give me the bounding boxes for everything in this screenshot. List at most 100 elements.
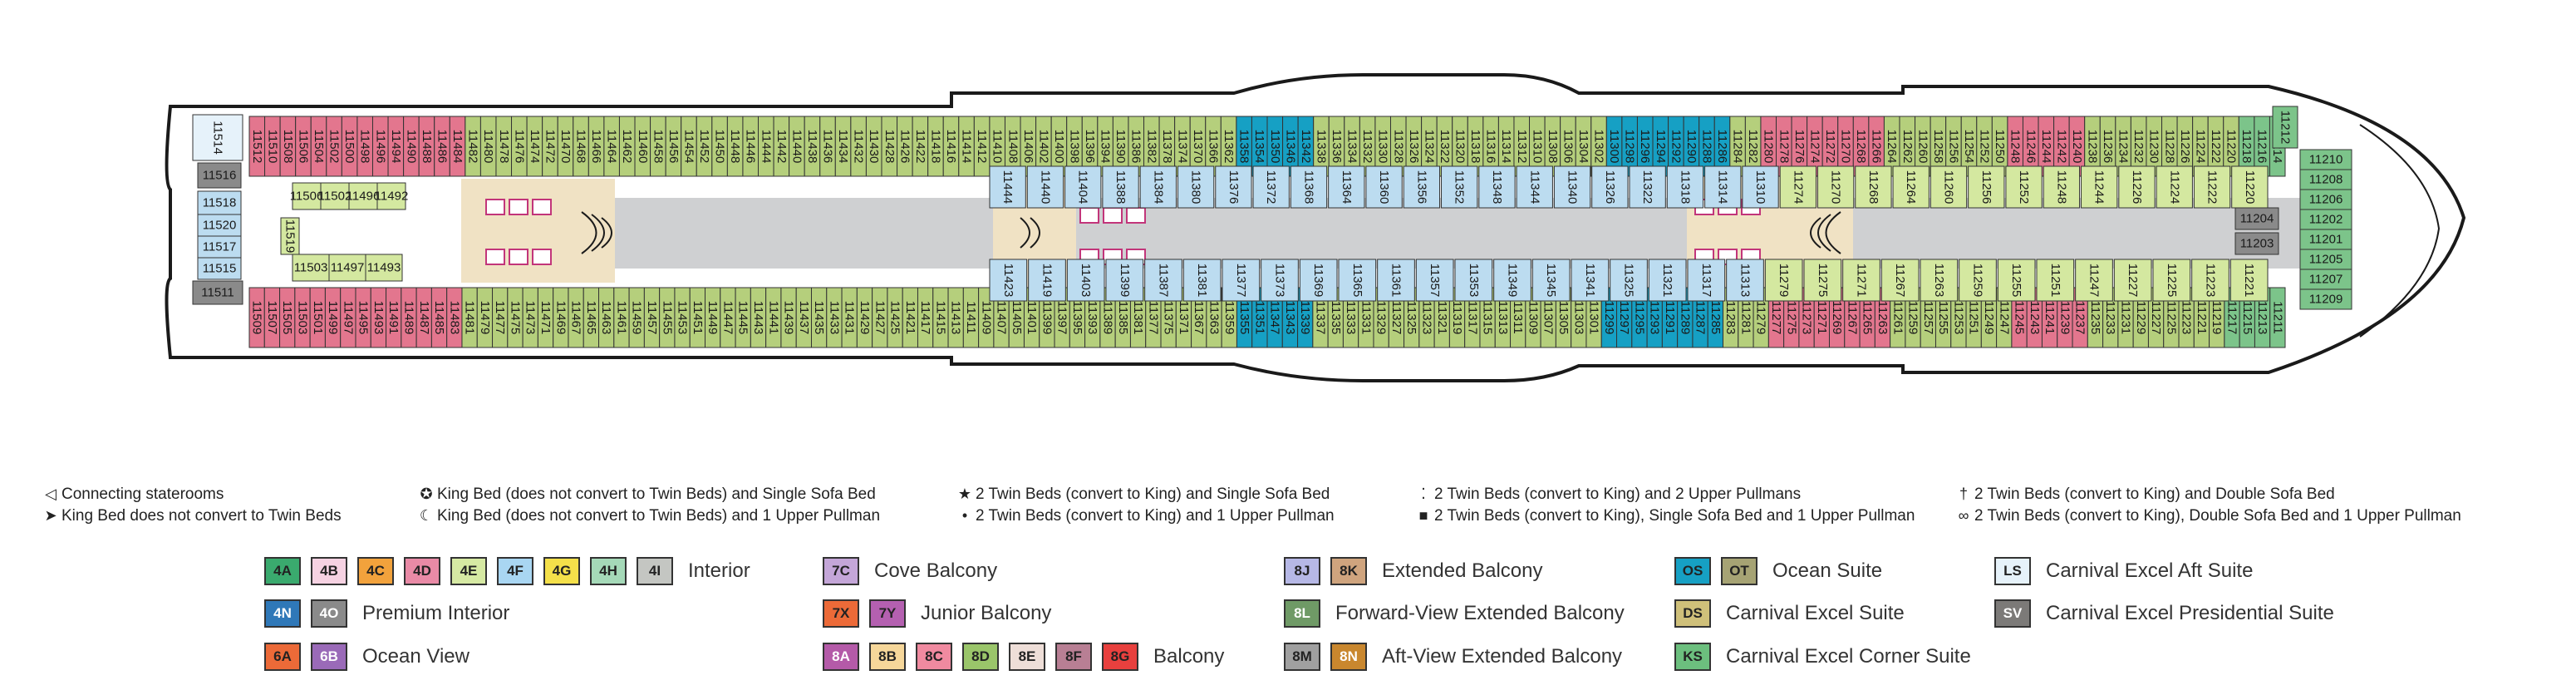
cabin[interactable]: 11215: [2239, 287, 2255, 348]
cabin[interactable]: 11491: [386, 287, 402, 348]
cabin[interactable]: 11309: [1525, 287, 1541, 348]
cabin[interactable]: 11222: [2193, 165, 2231, 209]
cabin[interactable]: 11326: [1405, 116, 1423, 177]
cabin[interactable]: 11428: [881, 116, 898, 177]
cabin[interactable]: 11452: [696, 116, 713, 177]
cabin[interactable]: 11371: [1175, 287, 1192, 348]
cabin[interactable]: 11223: [2178, 287, 2195, 348]
cabin[interactable]: 11373: [1261, 259, 1299, 302]
cabin[interactable]: 11417: [917, 287, 934, 348]
cabin[interactable]: 11474: [526, 116, 543, 177]
cabin[interactable]: 11427: [872, 287, 888, 348]
cabin[interactable]: 11326: [1591, 165, 1629, 209]
cabin[interactable]: 11275: [1803, 259, 1842, 302]
cabin[interactable]: 11307: [1540, 287, 1556, 348]
cabin[interactable]: 11372: [1252, 165, 1290, 209]
cabin[interactable]: 11438: [804, 116, 821, 177]
cabin[interactable]: 11293: [1646, 287, 1663, 348]
cabin[interactable]: 11493: [365, 254, 403, 282]
cabin[interactable]: 11243: [2026, 287, 2043, 348]
cabin[interactable]: 11429: [856, 287, 873, 348]
cabin[interactable]: 11247: [2075, 259, 2113, 302]
cabin[interactable]: 11226: [2118, 165, 2156, 209]
cabin[interactable]: 11476: [511, 116, 528, 177]
cabin[interactable]: 11310: [1529, 116, 1546, 177]
cabin[interactable]: 11485: [430, 287, 448, 348]
cabin[interactable]: 11465: [583, 287, 600, 348]
cabin[interactable]: 11225: [2163, 287, 2180, 348]
cabin[interactable]: 11472: [542, 116, 558, 177]
cabin[interactable]: 11227: [2113, 259, 2152, 302]
cabin[interactable]: 11260: [1915, 116, 1931, 177]
cabin[interactable]: 11271: [1813, 287, 1830, 348]
cabin[interactable]: 11232: [2130, 116, 2147, 177]
cabin[interactable]: 11369: [1299, 259, 1338, 302]
cabin[interactable]: 11251: [2036, 259, 2075, 302]
cabin[interactable]: 11343: [1281, 287, 1299, 348]
cabin[interactable]: 11436: [819, 116, 836, 177]
cabin[interactable]: 11321: [1648, 259, 1687, 302]
cabin[interactable]: 11262: [1899, 116, 1916, 177]
cabin[interactable]: 11398: [1066, 116, 1083, 177]
cabin[interactable]: 11486: [434, 116, 450, 177]
cabin[interactable]: 11267: [1844, 287, 1861, 348]
cabin[interactable]: 11382: [1143, 116, 1160, 177]
cabin[interactable]: 11255: [1997, 259, 2036, 302]
cabin[interactable]: 11497: [328, 254, 366, 282]
cabin[interactable]: 11317: [1687, 259, 1726, 302]
cabin[interactable]: 11245: [2011, 287, 2028, 348]
cabin[interactable]: 11503: [292, 254, 330, 282]
cabin[interactable]: 11514: [192, 114, 243, 161]
cabin[interactable]: 11478: [495, 116, 513, 177]
cabin[interactable]: 11223: [2191, 259, 2229, 302]
cabin[interactable]: 11426: [897, 116, 913, 177]
cabin[interactable]: 11268: [1852, 116, 1870, 177]
cabin[interactable]: 11482: [465, 116, 481, 177]
cabin[interactable]: 11226: [2176, 116, 2194, 177]
cabin[interactable]: 11230: [2146, 116, 2163, 177]
cabin[interactable]: 11440: [1026, 165, 1064, 209]
cabin[interactable]: 11460: [634, 116, 651, 177]
cabin[interactable]: 11444: [989, 165, 1026, 209]
cabin[interactable]: 11224: [2156, 165, 2193, 209]
cabin[interactable]: 11516: [197, 162, 242, 189]
cabin[interactable]: 11248: [2043, 165, 2081, 209]
cabin[interactable]: 11499: [324, 287, 342, 348]
cabin[interactable]: 11228: [2161, 116, 2178, 177]
cabin[interactable]: 11506: [295, 116, 312, 177]
cabin[interactable]: 11442: [773, 116, 790, 177]
cabin[interactable]: 11467: [568, 287, 584, 348]
cabin[interactable]: 11220: [2231, 165, 2269, 209]
cabin[interactable]: 11241: [2041, 287, 2058, 348]
cabin[interactable]: 11487: [415, 287, 432, 348]
cabin[interactable]: 11324: [1421, 116, 1438, 177]
cabin[interactable]: 11246: [2022, 116, 2039, 177]
cabin[interactable]: 11204: [2234, 207, 2279, 230]
cabin[interactable]: 11377: [1145, 287, 1162, 348]
cabin[interactable]: 11477: [492, 287, 509, 348]
cabin[interactable]: 11314: [1704, 165, 1742, 209]
cabin[interactable]: 11360: [1365, 165, 1403, 209]
cabin[interactable]: 11387: [1144, 259, 1182, 302]
cabin[interactable]: 11464: [603, 116, 620, 177]
cabin[interactable]: 11271: [1842, 259, 1880, 302]
cabin[interactable]: 11468: [573, 116, 589, 177]
cabin[interactable]: 11344: [1516, 165, 1553, 209]
cabin[interactable]: 11385: [1114, 287, 1131, 348]
cabin[interactable]: 11340: [1553, 165, 1591, 209]
cabin[interactable]: 11515: [197, 257, 242, 280]
cabin[interactable]: 11368: [1290, 165, 1328, 209]
cabin[interactable]: 11249: [1980, 287, 1998, 348]
cabin[interactable]: 11439: [780, 287, 797, 348]
cabin[interactable]: 11520: [197, 214, 242, 237]
cabin[interactable]: 11348: [1478, 165, 1516, 209]
cabin[interactable]: 11451: [689, 287, 706, 348]
cabin[interactable]: 11437: [795, 287, 812, 348]
cabin[interactable]: 11221: [2229, 259, 2269, 302]
cabin[interactable]: 11222: [2207, 116, 2225, 177]
cabin[interactable]: 11321: [1433, 287, 1450, 348]
cabin[interactable]: 11288: [1698, 116, 1715, 177]
cabin[interactable]: 11313: [1494, 287, 1512, 348]
cabin[interactable]: 11510: [264, 116, 281, 177]
cabin[interactable]: 11219: [2209, 287, 2225, 348]
